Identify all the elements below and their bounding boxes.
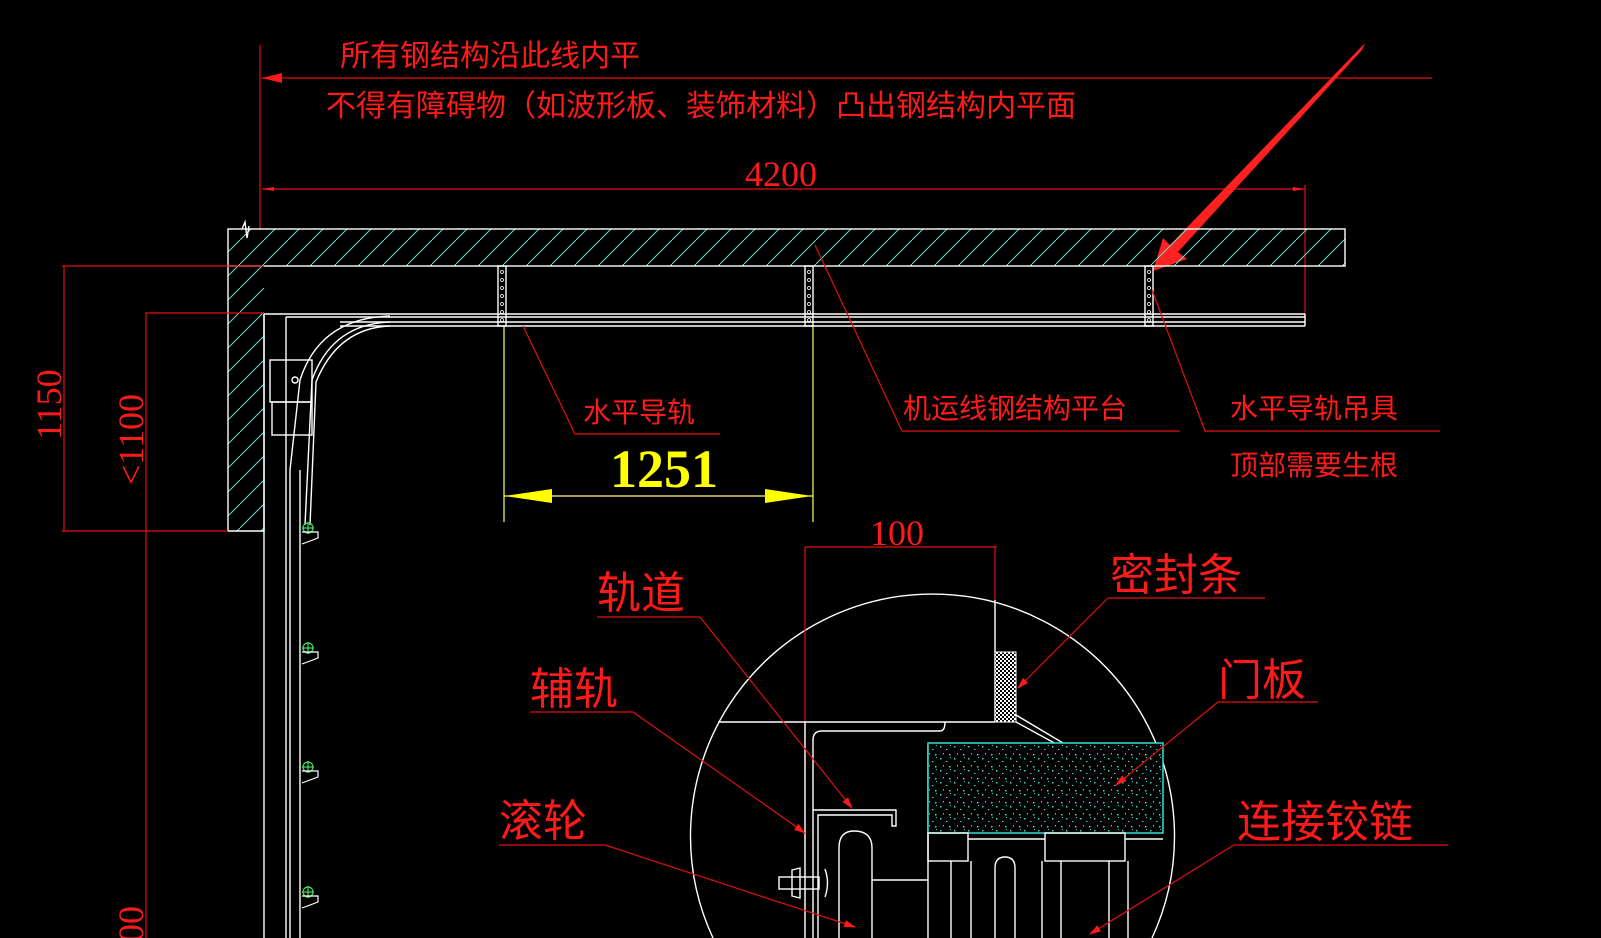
leader-horizontal-rail xyxy=(522,325,720,435)
leader-rail-hanger xyxy=(1151,289,1440,432)
leader-hinge xyxy=(1088,844,1235,935)
label-rail-hanger: 水平导轨吊具 xyxy=(1230,392,1398,425)
leader-track xyxy=(699,616,853,809)
leader-roller xyxy=(604,844,857,928)
note-line-2: 不得有障碍物（如波形板、装饰材料）凸出钢结构内平面 xyxy=(326,89,1076,124)
detail-geometry xyxy=(718,600,1164,938)
dimension-1150 xyxy=(62,265,264,532)
callout-arrow-icon xyxy=(1153,43,1365,271)
dimension-1150-label: 1150 xyxy=(29,369,69,440)
dimension-4200-label: 4200 xyxy=(745,154,817,194)
label-door-panel: 门板 xyxy=(1218,655,1306,706)
label-track: 轨道 xyxy=(597,568,685,619)
roller-brackets xyxy=(301,522,319,909)
label-horizontal-rail: 水平导轨 xyxy=(583,396,695,429)
note-line-1: 所有钢结构沿此线内平 xyxy=(340,39,640,74)
door-panel-shape xyxy=(927,742,1164,834)
steel-platform-beam xyxy=(227,219,1346,532)
leader-seal-strip xyxy=(1017,597,1109,689)
label-rail-hanger-note: 顶部需要生根 xyxy=(1230,449,1398,482)
leader-steel-platform xyxy=(814,244,1180,432)
dimension-1100-label: <1100 xyxy=(111,394,151,485)
label-aux-rail: 辅轨 xyxy=(530,664,618,715)
dimension-100-label: 100 xyxy=(870,513,924,553)
label-steel-platform: 机运线钢结构平台 xyxy=(903,392,1127,425)
leader-aux-rail xyxy=(632,711,806,834)
label-hinge: 连接铰链 xyxy=(1237,797,1413,848)
dimension-lower-label: 000 xyxy=(111,906,151,938)
detail-circle xyxy=(689,593,1176,938)
vertical-track xyxy=(263,314,313,938)
label-roller: 滚轮 xyxy=(499,796,587,847)
dimension-1251-label: 1251 xyxy=(610,439,718,499)
leader-door-panel xyxy=(1115,701,1219,786)
reference-line xyxy=(259,45,1432,230)
rail-hangers xyxy=(497,265,1154,327)
label-seal-strip: 密封条 xyxy=(1110,550,1242,601)
dimension-1251 xyxy=(503,326,814,522)
dimension-1100 xyxy=(145,312,264,938)
seal-strip-shape xyxy=(994,651,1017,723)
